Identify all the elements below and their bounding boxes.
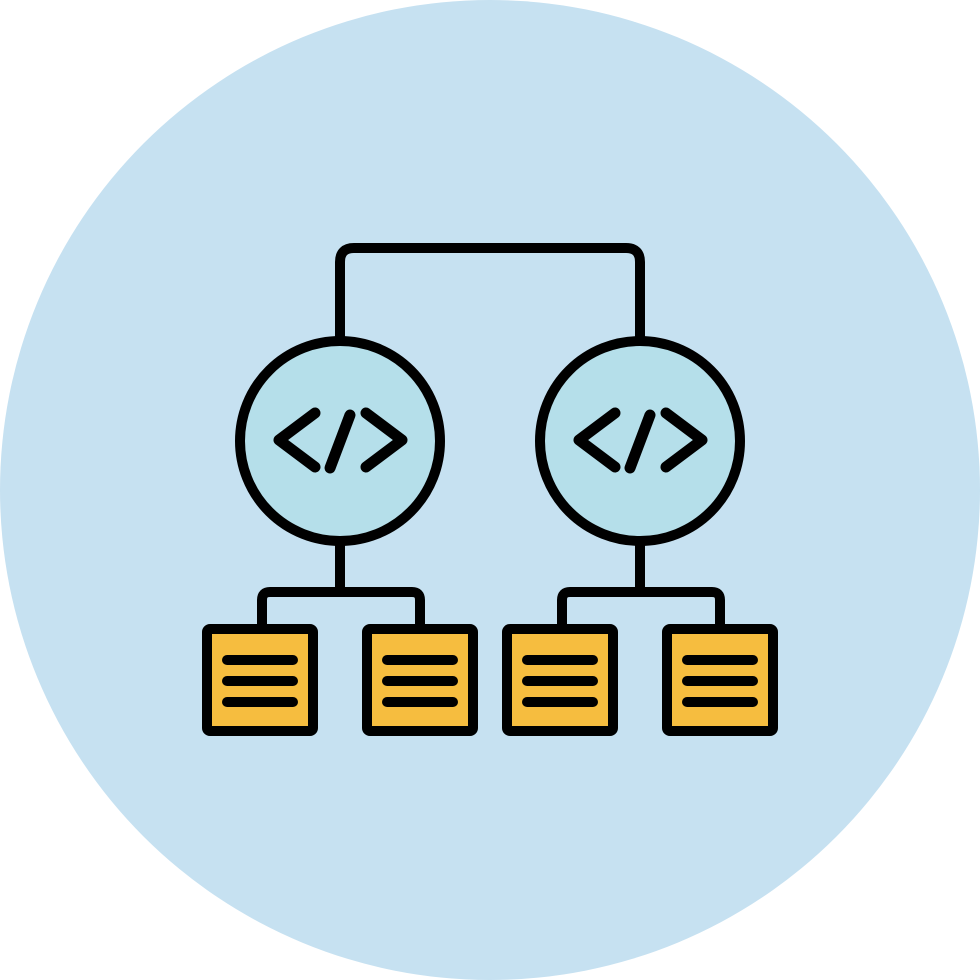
top-connector-line <box>335 243 645 347</box>
document-icon <box>362 624 478 736</box>
code-icon <box>273 407 408 474</box>
document-icon <box>662 624 778 736</box>
code-icon <box>573 407 708 474</box>
right-code-node <box>535 336 745 631</box>
document-icon <box>502 624 618 736</box>
document-row <box>202 624 778 736</box>
left-code-node <box>235 336 445 631</box>
document-icon <box>202 624 318 736</box>
right-branch-connector <box>557 539 725 631</box>
left-branch-connector <box>257 539 425 631</box>
